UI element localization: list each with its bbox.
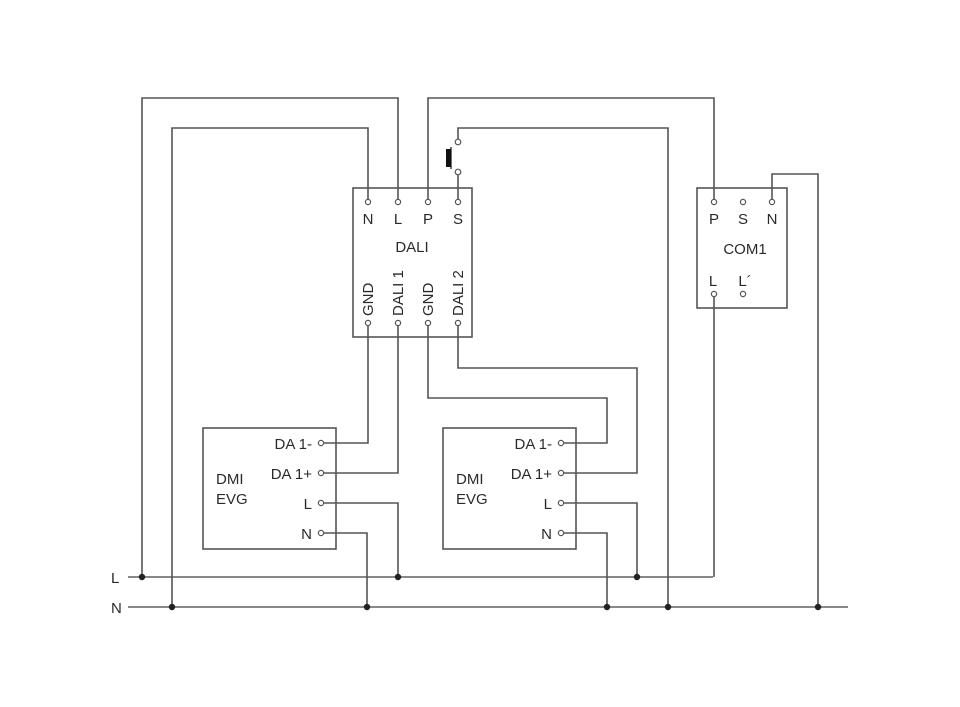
wire-com-n-to-n [771, 173, 819, 607]
ballast-1-title-line1: DMI [216, 471, 244, 488]
junction-dot [664, 603, 672, 611]
junction-dot [363, 603, 371, 611]
com-label-l-prime: L´ [738, 273, 751, 290]
ballast-1-terminal-l [317, 499, 325, 507]
ballast-1-title-line2: EVG [216, 491, 248, 508]
com-module-box [696, 187, 788, 309]
ballast-1-label-l: L [304, 496, 312, 513]
ballast-2-label-n: N [541, 526, 552, 543]
dali-label-s: S [453, 211, 463, 228]
dali-label-gnd-1: GND [360, 283, 377, 317]
switch-actuator [446, 149, 451, 167]
com-title: COM1 [723, 241, 766, 258]
ballast-2-title-line2: EVG [456, 491, 488, 508]
ballast-2-label-da-minus: DA 1- [514, 436, 552, 453]
ballast-1-terminal-da-minus [317, 439, 325, 447]
wire-gnd2-to-ballast2-da-minus [427, 326, 608, 444]
ballast-1-box [202, 427, 337, 550]
dali-label-l: L [394, 211, 402, 228]
dali-terminal-p [424, 198, 432, 206]
junction-dot [633, 573, 641, 581]
com-module: P S N COM1 L L´ [696, 187, 788, 309]
ballast-1: DMI EVG DA 1- DA 1+ L N [202, 427, 337, 550]
com-label-p: P [709, 211, 719, 228]
com-label-n: N [767, 211, 778, 228]
com-terminal-n [768, 198, 776, 206]
wire-dali-p-to-com-p [427, 97, 715, 199]
dali-controller: N L P S DALI GND DALI 1 GND DALI 2 [352, 187, 473, 338]
wire-l-to-dali [141, 97, 399, 577]
ballast-1-terminal-da-plus [317, 469, 325, 477]
ballast-1-label-n: N [301, 526, 312, 543]
junction-dot [394, 573, 402, 581]
switch-contact-lower [454, 168, 462, 176]
wire-dali1-to-ballast1-da-plus [324, 326, 399, 474]
ballast-2-box [442, 427, 577, 550]
dali-label-n: N [363, 211, 374, 228]
dali-terminal-gnd-1 [364, 319, 372, 327]
com-label-l: L [709, 273, 717, 290]
wire-ballast1-n [324, 532, 368, 607]
dali-terminal-s [454, 198, 462, 206]
ballast-2-terminal-da-plus [557, 469, 565, 477]
wire-gnd1-to-ballast1-da-minus [324, 326, 369, 444]
junction-dot [168, 603, 176, 611]
com-terminal-l [710, 290, 718, 298]
com-terminal-s [739, 198, 747, 206]
dali-controller-box [352, 187, 473, 338]
ballast-1-label-da-plus: DA 1+ [271, 466, 313, 483]
ballast-2-label-l: L [544, 496, 552, 513]
dali-label-gnd-2: GND [420, 283, 437, 317]
com-terminal-p [710, 198, 718, 206]
junction-dot [814, 603, 822, 611]
ballast-2: DMI EVG DA 1- DA 1+ L N [442, 427, 577, 550]
junction-dot [138, 573, 146, 581]
ballast-2-title-line1: DMI [456, 471, 484, 488]
bus-label-n: N [111, 600, 122, 617]
dali-terminal-gnd-2 [424, 319, 432, 327]
dali-terminal-n [364, 198, 372, 206]
junction-dot [603, 603, 611, 611]
wire-dali2-to-ballast2-da-plus [457, 326, 638, 474]
ballast-2-terminal-n [557, 529, 565, 537]
bus-label-l: L [111, 570, 119, 587]
wire-n-to-dali [171, 127, 369, 607]
switch-contact-upper [454, 138, 462, 146]
dali-title: DALI [395, 239, 428, 256]
dali-label-dali2: DALI 2 [450, 270, 467, 316]
com-terminal-l-prime [739, 290, 747, 298]
dali-terminal-dali1 [394, 319, 402, 327]
ballast-2-terminal-l [557, 499, 565, 507]
pushbutton-switch-icon [446, 138, 462, 176]
wire-ballast2-l [564, 502, 638, 577]
ballast-1-terminal-n [317, 529, 325, 537]
ballast-1-label-da-minus: DA 1- [274, 436, 312, 453]
dali-label-p: P [423, 211, 433, 228]
dali-terminal-l [394, 198, 402, 206]
com-label-s: S [738, 211, 748, 228]
dali-terminal-dali2 [454, 319, 462, 327]
dali-label-dali1: DALI 1 [390, 270, 407, 316]
ballast-2-label-da-plus: DA 1+ [511, 466, 553, 483]
wire-ballast1-l [324, 502, 399, 577]
ballast-2-terminal-da-minus [557, 439, 565, 447]
wire-ballast2-n [564, 532, 608, 607]
wire-switch-to-n [457, 127, 669, 607]
